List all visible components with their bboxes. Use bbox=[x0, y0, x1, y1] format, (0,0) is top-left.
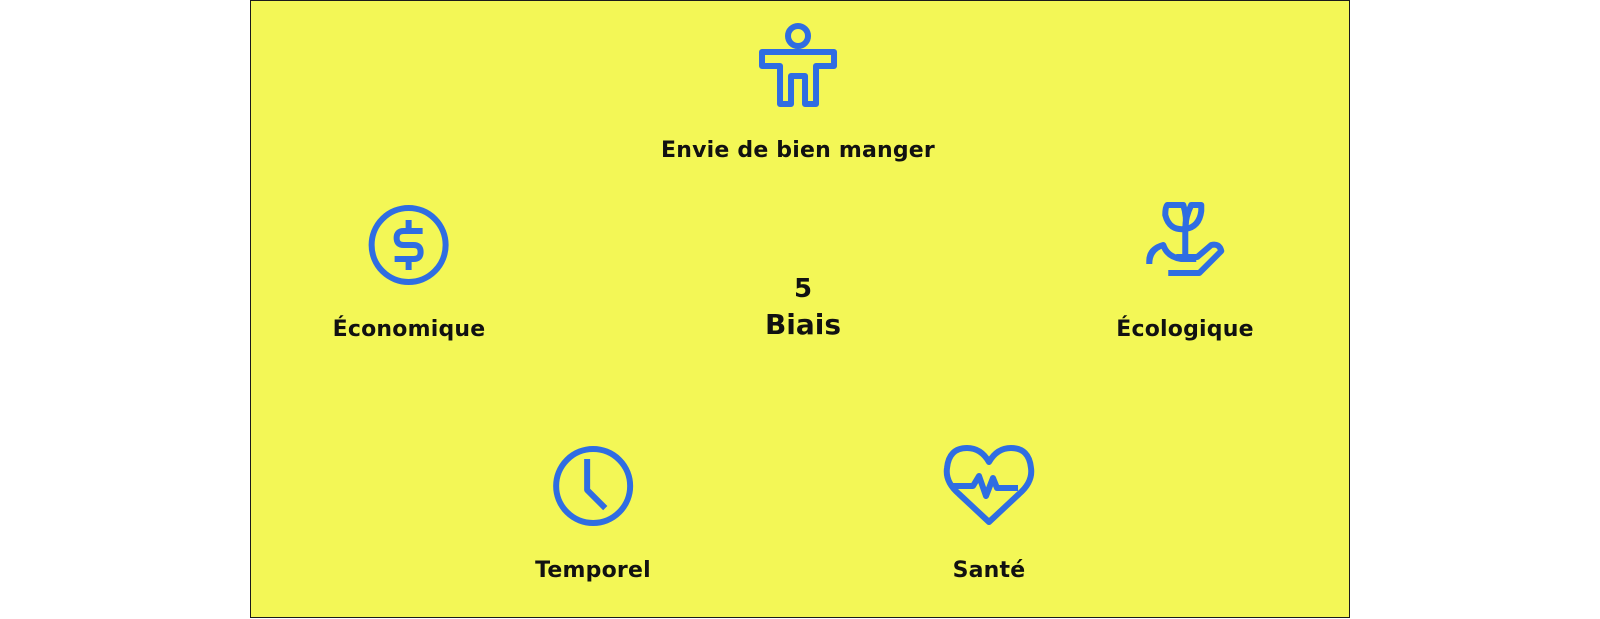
node-economique: Économique bbox=[333, 195, 486, 342]
node-temporel: Temporel bbox=[535, 436, 651, 583]
node-label: Temporel bbox=[535, 558, 651, 583]
dollar-circle-icon bbox=[359, 195, 459, 295]
heart-pulse-icon bbox=[939, 436, 1039, 536]
node-label: Santé bbox=[952, 558, 1026, 583]
center-number: 5 bbox=[793, 274, 813, 304]
center-title: 5 Biais bbox=[765, 271, 841, 343]
node-envie-de-bien-manger: Envie de bien manger bbox=[661, 16, 935, 163]
node-label: Économique bbox=[332, 317, 486, 342]
person-arms-out-icon bbox=[748, 16, 848, 116]
center-word: Biais bbox=[764, 308, 842, 341]
clock-icon bbox=[543, 436, 643, 536]
node-label: Écologique bbox=[1116, 317, 1254, 342]
hand-sprout-icon bbox=[1135, 195, 1235, 295]
node-sante: Santé bbox=[939, 436, 1039, 583]
node-label: Envie de bien manger bbox=[661, 138, 935, 163]
diagram-panel: 5 Biais Envie de bien manger Économique bbox=[250, 0, 1350, 618]
node-ecologique: Écologique bbox=[1116, 195, 1254, 342]
